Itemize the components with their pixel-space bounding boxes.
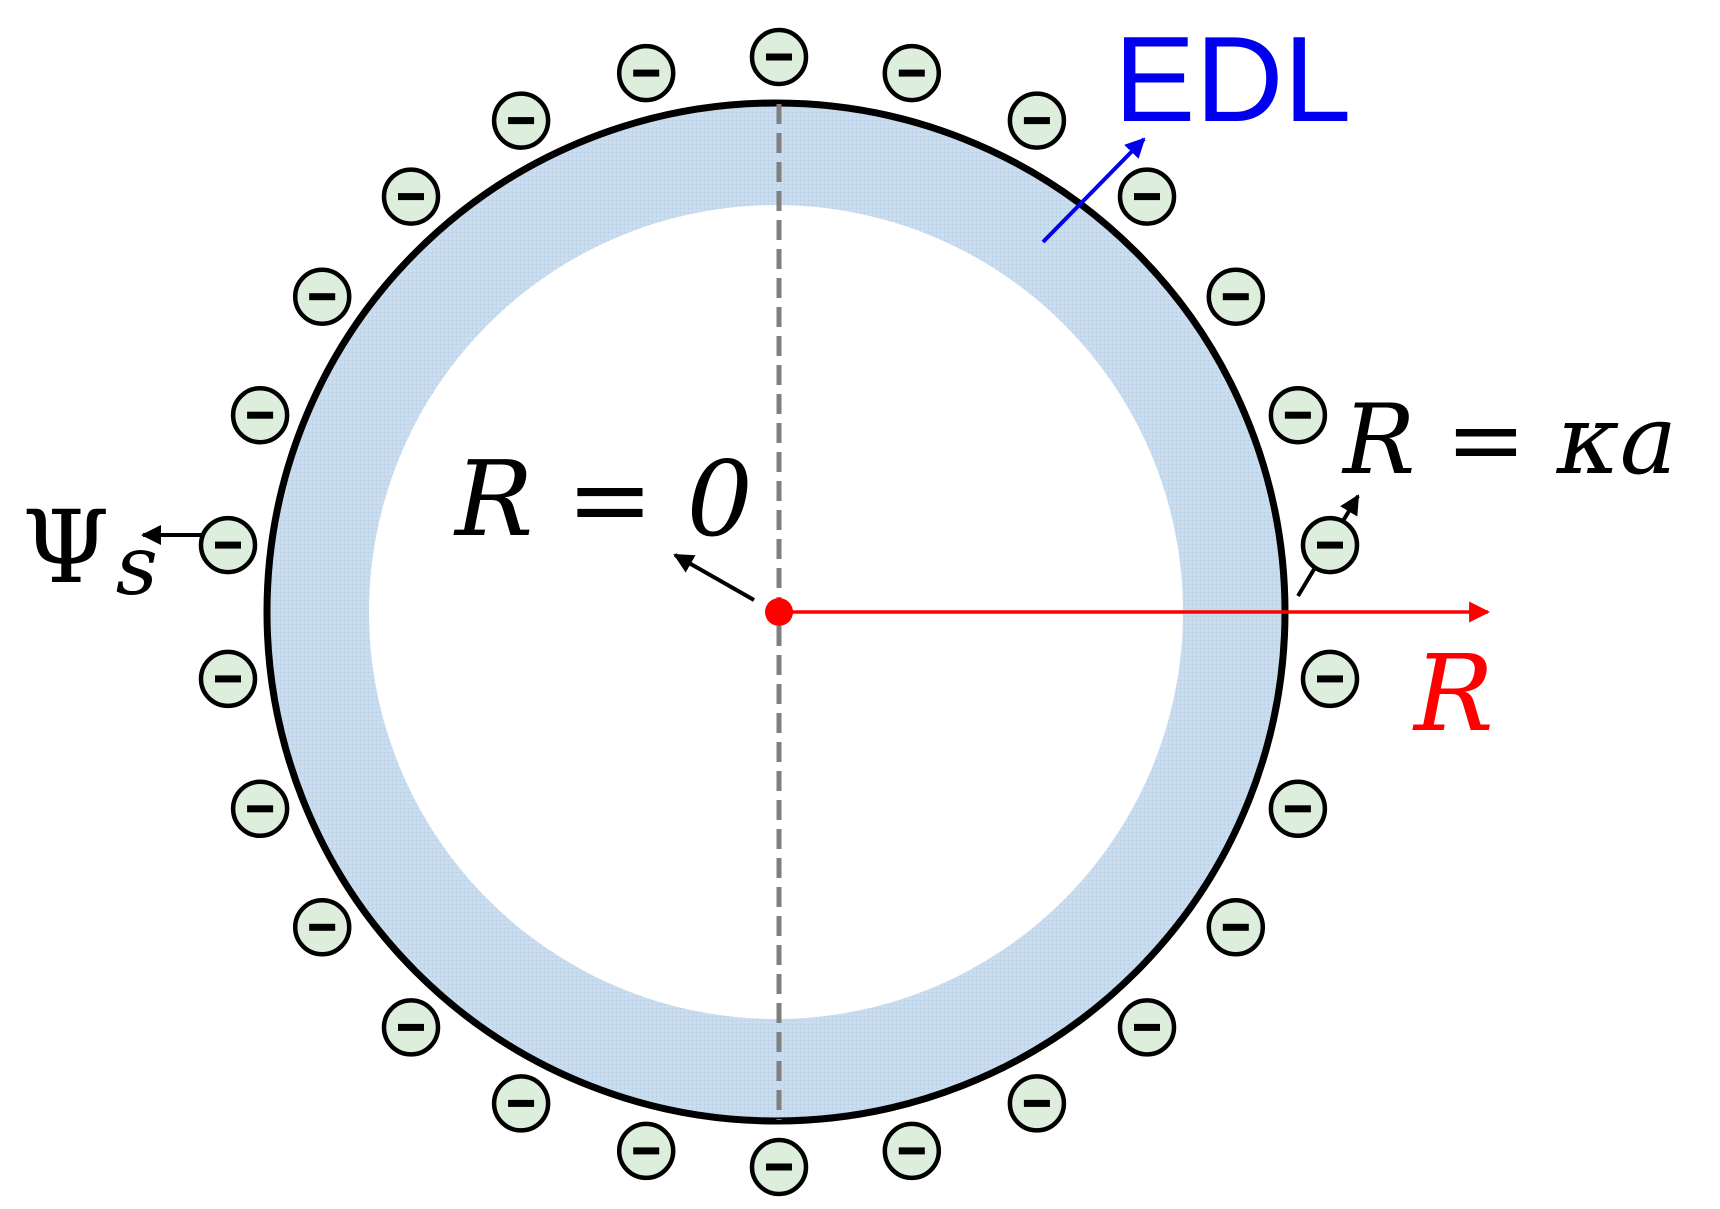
negative-charge-icon — [381, 167, 441, 226]
arrow-edl — [1041, 137, 1146, 244]
r-axis-label: R — [1412, 632, 1494, 755]
negative-charge-icon — [230, 385, 290, 445]
negative-charge-icon — [491, 91, 551, 150]
psi-symbol: Ψ — [22, 489, 110, 606]
negative-charge-icon — [749, 27, 809, 87]
negative-charge-icon — [1268, 779, 1328, 839]
r-zero-label: R = 0 — [453, 438, 753, 560]
edl-label: EDL — [1114, 11, 1351, 147]
arrow-r-zero — [673, 553, 755, 602]
negative-charge-icon — [882, 43, 942, 103]
negative-charge-icon — [1117, 998, 1177, 1057]
negative-charge-icon — [1206, 898, 1266, 957]
negative-charge-icon — [292, 267, 352, 326]
center-point — [765, 598, 793, 626]
negative-charge-icon — [292, 898, 352, 957]
negative-charge-icon — [198, 649, 258, 709]
negative-charge-icon — [1007, 1074, 1067, 1133]
psi-label: Ψs — [22, 489, 158, 614]
surface-charges — [198, 27, 1360, 1197]
negative-charge-icon — [616, 1121, 676, 1181]
negative-charge-icon — [381, 998, 441, 1057]
negative-charge-icon — [616, 43, 676, 103]
r-kappa-label: R = κa — [1341, 384, 1677, 496]
negative-charge-icon — [198, 515, 258, 575]
psi-subscript: s — [116, 519, 158, 614]
negative-charge-icon — [882, 1121, 942, 1181]
negative-charge-icon — [1206, 267, 1266, 326]
negative-charge-icon — [1007, 91, 1067, 150]
negative-charge-icon — [1300, 649, 1360, 709]
negative-charge-icon — [230, 779, 290, 839]
negative-charge-icon — [1117, 167, 1177, 226]
negative-charge-icon — [1300, 515, 1360, 575]
negative-charge-icon — [491, 1074, 551, 1133]
negative-charge-icon — [749, 1137, 809, 1197]
negative-charge-icon — [1268, 385, 1328, 445]
